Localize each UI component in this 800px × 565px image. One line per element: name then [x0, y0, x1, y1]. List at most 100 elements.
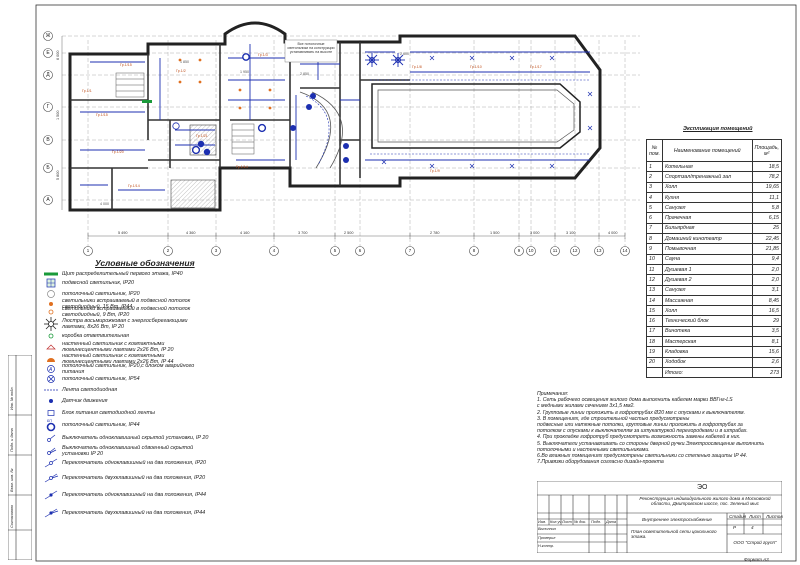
legend-text: Люстра восьмирожковая с энергосберегающи…	[62, 317, 188, 330]
room-name: Холл	[661, 305, 753, 317]
pass-switch-3-icon	[40, 490, 62, 500]
room-number: 12	[646, 274, 663, 286]
room-number: 13	[646, 284, 663, 296]
note-line: потолком с опусками к выключателям за шт…	[537, 428, 748, 435]
room-number: 10	[646, 253, 663, 265]
legend-text: Переключатель одноклавишный на два полож…	[62, 459, 207, 466]
dimension-label: 1 500	[490, 231, 500, 235]
legend-item: Выключатель одноклавишный скрытой устано…	[40, 430, 340, 446]
dimension-label: 1 950	[240, 70, 249, 74]
legend-text: потолочный светильник, IP44	[62, 421, 140, 428]
room-area: 25	[751, 222, 783, 235]
room-number: 11	[646, 263, 663, 276]
note-line: 1. Сеть рабочего освещения жилого дома в…	[537, 397, 733, 404]
room-area: 273	[751, 366, 783, 379]
distribution-panel	[142, 100, 152, 103]
room-name: Прачечная	[661, 212, 753, 224]
dimension-label: 4 000	[100, 202, 109, 206]
legend: Щит распределительный первого этажа, IP4…	[40, 270, 340, 522]
axis-number: 5	[333, 248, 337, 253]
axis-number: 9	[517, 248, 521, 253]
table-header: № пом.	[646, 139, 663, 162]
plan-note: Все потолочные светильники на конструкци…	[287, 42, 335, 55]
legend-text: Переключатель двухклавишный на два полож…	[62, 510, 206, 516]
title-block-col-header: № док.	[574, 520, 587, 524]
title-block-col-header: Лист	[562, 520, 572, 524]
legend-text: Щит распределительный первого этажа, IP4…	[62, 270, 183, 277]
title-block-col-header: Дата	[606, 520, 617, 524]
room-name: Санузел	[661, 202, 753, 214]
recessed-grid-icon	[40, 278, 62, 288]
axis-number: 7	[408, 248, 412, 253]
legend-text: Блок питания светодиодной ленты	[62, 409, 155, 416]
legend-text: светильники встраиваемый в подвесной пот…	[62, 297, 191, 310]
project-name: Реконструкция индивидуального жилого дом…	[639, 496, 771, 507]
pass-switch-2-icon	[40, 473, 62, 483]
sheets-label: Листов	[766, 514, 783, 519]
legend-text: потолочный светильник, IP20	[62, 291, 140, 297]
dimension-label: 2 500	[344, 231, 354, 235]
emergency-light-icon: A	[40, 364, 62, 374]
format-label: Формат А3	[744, 557, 769, 562]
pass-switch-4-icon	[40, 508, 62, 518]
room-name: Итого:	[661, 366, 753, 379]
axis-letter: Д	[46, 72, 50, 78]
room-area: 9,4	[751, 253, 783, 265]
wall-light-half-icon	[40, 355, 62, 363]
room-number: 9	[646, 243, 663, 255]
ceiling-ip44-icon: БП	[40, 418, 62, 432]
room-name: Мастерская	[661, 336, 753, 348]
note-line: 3. В помещениях, где строительной частью…	[537, 415, 690, 422]
legend-text: настенный светильник с компактными люмин…	[62, 352, 174, 365]
axis-letter: Е	[46, 50, 50, 56]
room-name: Помывочная	[661, 243, 753, 255]
svg-text:A: A	[48, 367, 53, 373]
dimension-label: 3 100	[566, 231, 576, 235]
room-area: 11,1	[751, 191, 783, 204]
title-block-col-header: Подп.	[591, 520, 602, 524]
legend-item: подвесной светильник, IP20	[40, 277, 340, 288]
stage-value: Р	[733, 525, 737, 530]
dimension-label: 5 800	[56, 170, 60, 180]
axis-letter: Ж	[45, 33, 51, 39]
explication-title: Экспликация помещений	[683, 126, 753, 132]
legend-text: подвесной светильник, IP20	[62, 279, 135, 286]
axis-number: 6	[358, 248, 362, 253]
legend-text: светильники встраиваемый в подвесной пот…	[62, 305, 191, 318]
legend-item: потолочный светильник, IP54	[40, 374, 340, 384]
table-header: Площадь, м²	[751, 139, 783, 162]
room-area: 21,85	[751, 243, 783, 255]
note-line: 5. Выключатели устанавливать со стороны …	[537, 440, 765, 447]
room-name: Бильярдная	[661, 222, 753, 235]
legend-item: Блок питания светодиодной ленты	[40, 406, 340, 419]
title-block-col-header: Кол.уч	[550, 520, 562, 524]
svg-text:БП: БП	[47, 419, 52, 423]
note-line: 7.Привязки оборудования согласно дизайн-…	[537, 459, 664, 466]
room-number: 19	[646, 346, 663, 358]
room-number: 4	[646, 191, 663, 204]
room-name: Кладовка	[661, 346, 753, 358]
svg-text:Гр.1/17: Гр.1/17	[530, 65, 542, 69]
legend-text: Выключатель одноклавишный сдвоенный скры…	[62, 445, 194, 457]
chandelier-icon	[40, 316, 62, 332]
dimension-label: 5 490	[118, 231, 128, 235]
cross-light-icon	[40, 374, 62, 384]
axis-letter: Г	[46, 104, 50, 110]
room-number: 20	[646, 356, 663, 368]
room-number: 16	[646, 315, 663, 327]
note-line: потолочными и настенными светильниками.	[537, 446, 650, 453]
axis-letter: В	[46, 137, 50, 143]
room-name: Сауна	[661, 253, 753, 265]
switch-2-icon	[40, 446, 62, 456]
dimension-label: 6 000	[56, 50, 60, 60]
legend-title: Условные обозначения	[95, 258, 195, 268]
